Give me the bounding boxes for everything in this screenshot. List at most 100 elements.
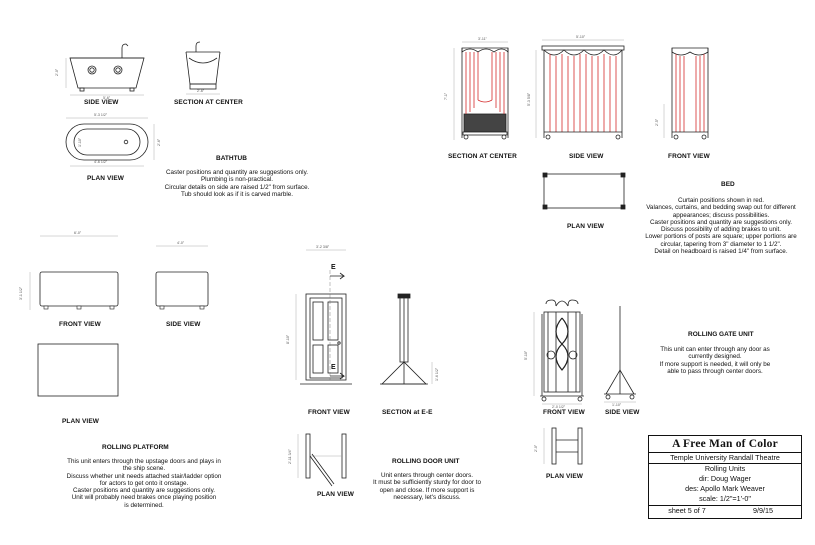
dimension-label: 4'-6 1/2": [94, 160, 108, 164]
platform-plan-view-label: PLAN VIEW: [62, 418, 100, 425]
note-line: currently designed.: [688, 353, 742, 361]
door-title: ROLLING DOOR UNIT: [392, 458, 460, 465]
scale-note: scale: 1/2"=1'-0": [699, 494, 751, 503]
sheet-number: sheet 5 of 7: [668, 506, 706, 515]
door-front-view: [295, 249, 352, 385]
bed-front-view: [663, 47, 709, 140]
door-front-view-label: FRONT VIEW: [308, 409, 350, 416]
note-line: If more support is needed, it will only …: [659, 360, 771, 368]
gate-plan-view-label: PLAN VIEW: [546, 473, 584, 480]
designer-credit: des: Apollo Mark Weaver: [685, 484, 765, 493]
door-plan-view-label: PLAN VIEW: [317, 491, 355, 498]
dimension-label: 1'-10": [78, 137, 82, 147]
drawing-name: Rolling Units: [704, 464, 746, 473]
door-section-view-label: SECTION at E-E: [382, 409, 433, 416]
gate-side-view-label: SIDE VIEW: [605, 409, 640, 416]
section-marker-top: E: [331, 264, 336, 271]
gate-title: ROLLING GATE UNIT: [688, 331, 754, 338]
bathtub-title: BATHTUB: [216, 155, 247, 162]
gate-front-view: [533, 299, 584, 405]
director-credit: dir: Doug Wager: [698, 474, 752, 483]
theatre-name: Temple University Randall Theatre: [670, 453, 780, 462]
note-line: appearances; discuss possibilities.: [672, 211, 770, 219]
platform-side-view-label: SIDE VIEW: [166, 321, 201, 328]
note-line: Unit enters through center doors.: [380, 472, 474, 479]
bathtub-section-view-label: SECTION AT CENTER: [174, 99, 243, 106]
bathtub-plan-view-label: PLAN VIEW: [87, 175, 125, 182]
gate-notes: This unit can enter through any door as …: [650, 346, 780, 375]
bed-title: BED: [721, 181, 735, 188]
platform-front-view-label: FRONT VIEW: [59, 321, 101, 328]
note-line: Caster positions and quantity are sugges…: [650, 218, 792, 226]
note-line: Caster positions and quantity are sugges…: [73, 487, 215, 495]
note-line: Tub should look as if it is carved marbl…: [180, 190, 294, 198]
dimension-label: 2'-6": [157, 138, 161, 146]
dimension-label: 2'-0": [55, 68, 59, 76]
dimension-label: 5'-10": [524, 350, 528, 360]
note-line: This unit can enter through any door as: [660, 346, 770, 353]
title-block-divider: [649, 463, 801, 464]
bed-section-view-label: SECTION AT CENTER: [448, 153, 517, 160]
dimension-label: 1'-6 1/2": [435, 367, 439, 381]
bed-side-view: [535, 39, 625, 140]
dimension-label: 2'-5": [655, 118, 659, 126]
note-line: This unit enters through the upstage doo…: [67, 458, 221, 465]
note-line: Plumbing is non-practical.: [200, 176, 274, 184]
section-marker-bottom: E: [331, 364, 336, 371]
door-plan-view: [297, 433, 347, 487]
note-line: Valances, curtains, and bedding swap out…: [646, 204, 796, 212]
note-line: It must be sufficiently sturdy for door …: [372, 479, 482, 487]
show-title: A Free Man of Color: [672, 438, 778, 450]
drawing-date: 9/9/15: [753, 506, 773, 515]
door-section-view: [380, 293, 433, 385]
gate-side-view: [604, 306, 636, 403]
bed-section-view: [453, 41, 509, 140]
bed-side-view-label: SIDE VIEW: [569, 153, 604, 160]
bathtub-side-view-label: SIDE VIEW: [84, 99, 119, 106]
note-line: able to pass through center doors.: [667, 367, 763, 375]
dimension-label: 3'-1 1/2": [19, 286, 23, 300]
note-line: Curtain positions shown in red.: [677, 197, 765, 204]
dimension-label: 4'-0": [177, 241, 185, 245]
title-block: A Free Man of Color Temple University Ra…: [648, 435, 802, 519]
bathtub-notes: Caster positions and quantity are sugges…: [144, 169, 330, 198]
note-line: necessary, let's discuss.: [393, 493, 461, 501]
dimension-label: 5'-3 1/2": [94, 113, 108, 117]
title-block-divider: [649, 452, 801, 453]
note-line: the ship scene.: [122, 465, 166, 473]
note-line: Discuss whether unit needs attached stai…: [66, 472, 222, 480]
dimension-label: 2'-0": [534, 444, 538, 452]
dimension-label: 3'-11": [478, 37, 487, 41]
note-line: circular, tapering from 3" diameter to 1…: [660, 240, 782, 248]
dimension-label: 2'-11 3/4": [288, 449, 292, 464]
platform-front-view: [29, 235, 119, 310]
dimension-label: 5'-6": [103, 96, 111, 100]
title-block-divider: [649, 505, 801, 506]
bed-notes: Curtain positions shown in red. Valances…: [630, 197, 812, 255]
platform-title: ROLLING PLATFORM: [102, 444, 169, 451]
note-line: Detail on headboard is raised 1/4" from …: [654, 248, 788, 256]
gate-front-view-label: FRONT VIEW: [543, 409, 585, 416]
dimension-label: 5'-10": [576, 35, 586, 39]
bathtub-section-view: [185, 41, 221, 95]
dimension-label: 3'-2 3/8": [316, 245, 330, 249]
platform-plan-view: [37, 343, 119, 397]
dimension-label: 1'-10": [612, 403, 622, 407]
bed-front-view-label: FRONT VIEW: [668, 153, 710, 160]
door-notes: Unit enters through center doors. It mus…: [362, 472, 492, 501]
note-line: Unit will probably need brakes once play…: [71, 494, 217, 502]
note-line: Caster positions and quantity are sugges…: [166, 169, 308, 176]
platform-side-view: [155, 245, 209, 310]
note-line: open and close. If more support is: [379, 486, 475, 494]
note-line: Discuss possibility of adding brakes to …: [660, 226, 782, 234]
bed-plan-view: [542, 172, 626, 210]
note-line: is determined.: [124, 501, 164, 509]
dimension-label: 5'-3 5/8": [527, 92, 531, 106]
dimension-label: 2'-0 1/2": [552, 405, 566, 409]
dimension-label: 2'-6": [197, 89, 205, 93]
gate-plan-view: [543, 427, 583, 465]
bed-plan-view-label: PLAN VIEW: [567, 223, 605, 230]
dimension-label: 7'-1": [444, 92, 448, 100]
